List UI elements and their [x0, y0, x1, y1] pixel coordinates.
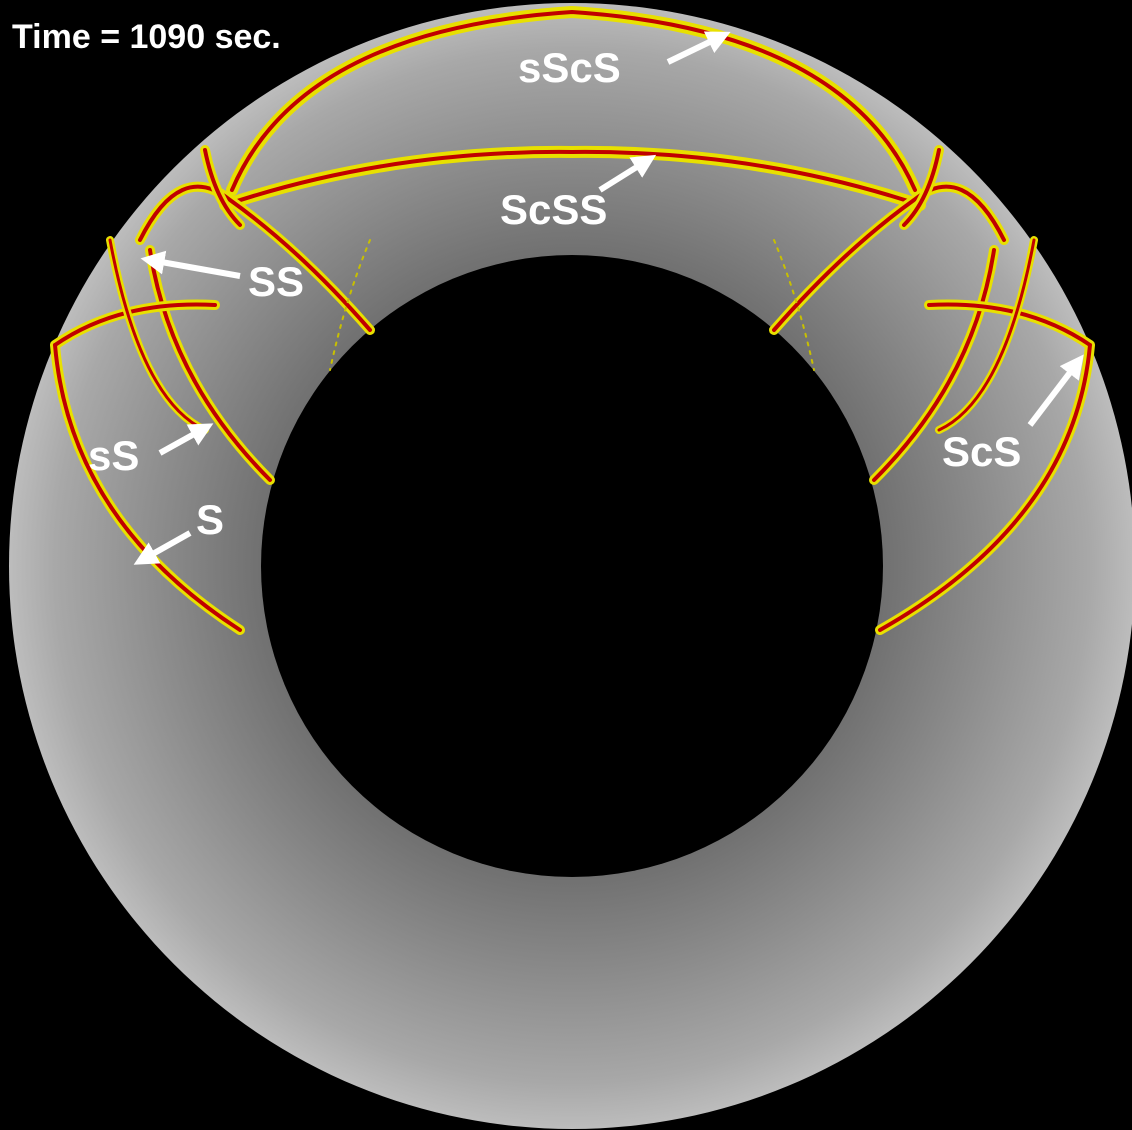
outer-core [261, 255, 883, 877]
arrow-s [133, 530, 192, 565]
arrow-scs [1027, 354, 1084, 427]
arrow-sscs [666, 31, 731, 65]
label-small-s-s: sS [88, 432, 139, 479]
arrow-s-small [158, 423, 214, 456]
label-sscs: sScS [518, 44, 621, 91]
time-label: Time = 1090 sec. [12, 18, 281, 56]
annotation-arrows [133, 31, 1084, 565]
label-ss: SS [248, 258, 304, 305]
arrow-ss [140, 250, 241, 279]
arrow-scss [598, 154, 657, 193]
label-s: S [196, 496, 224, 543]
label-scss: ScSS [500, 186, 607, 233]
wavefronts [50, 5, 1095, 635]
label-scs: ScS [942, 428, 1021, 475]
